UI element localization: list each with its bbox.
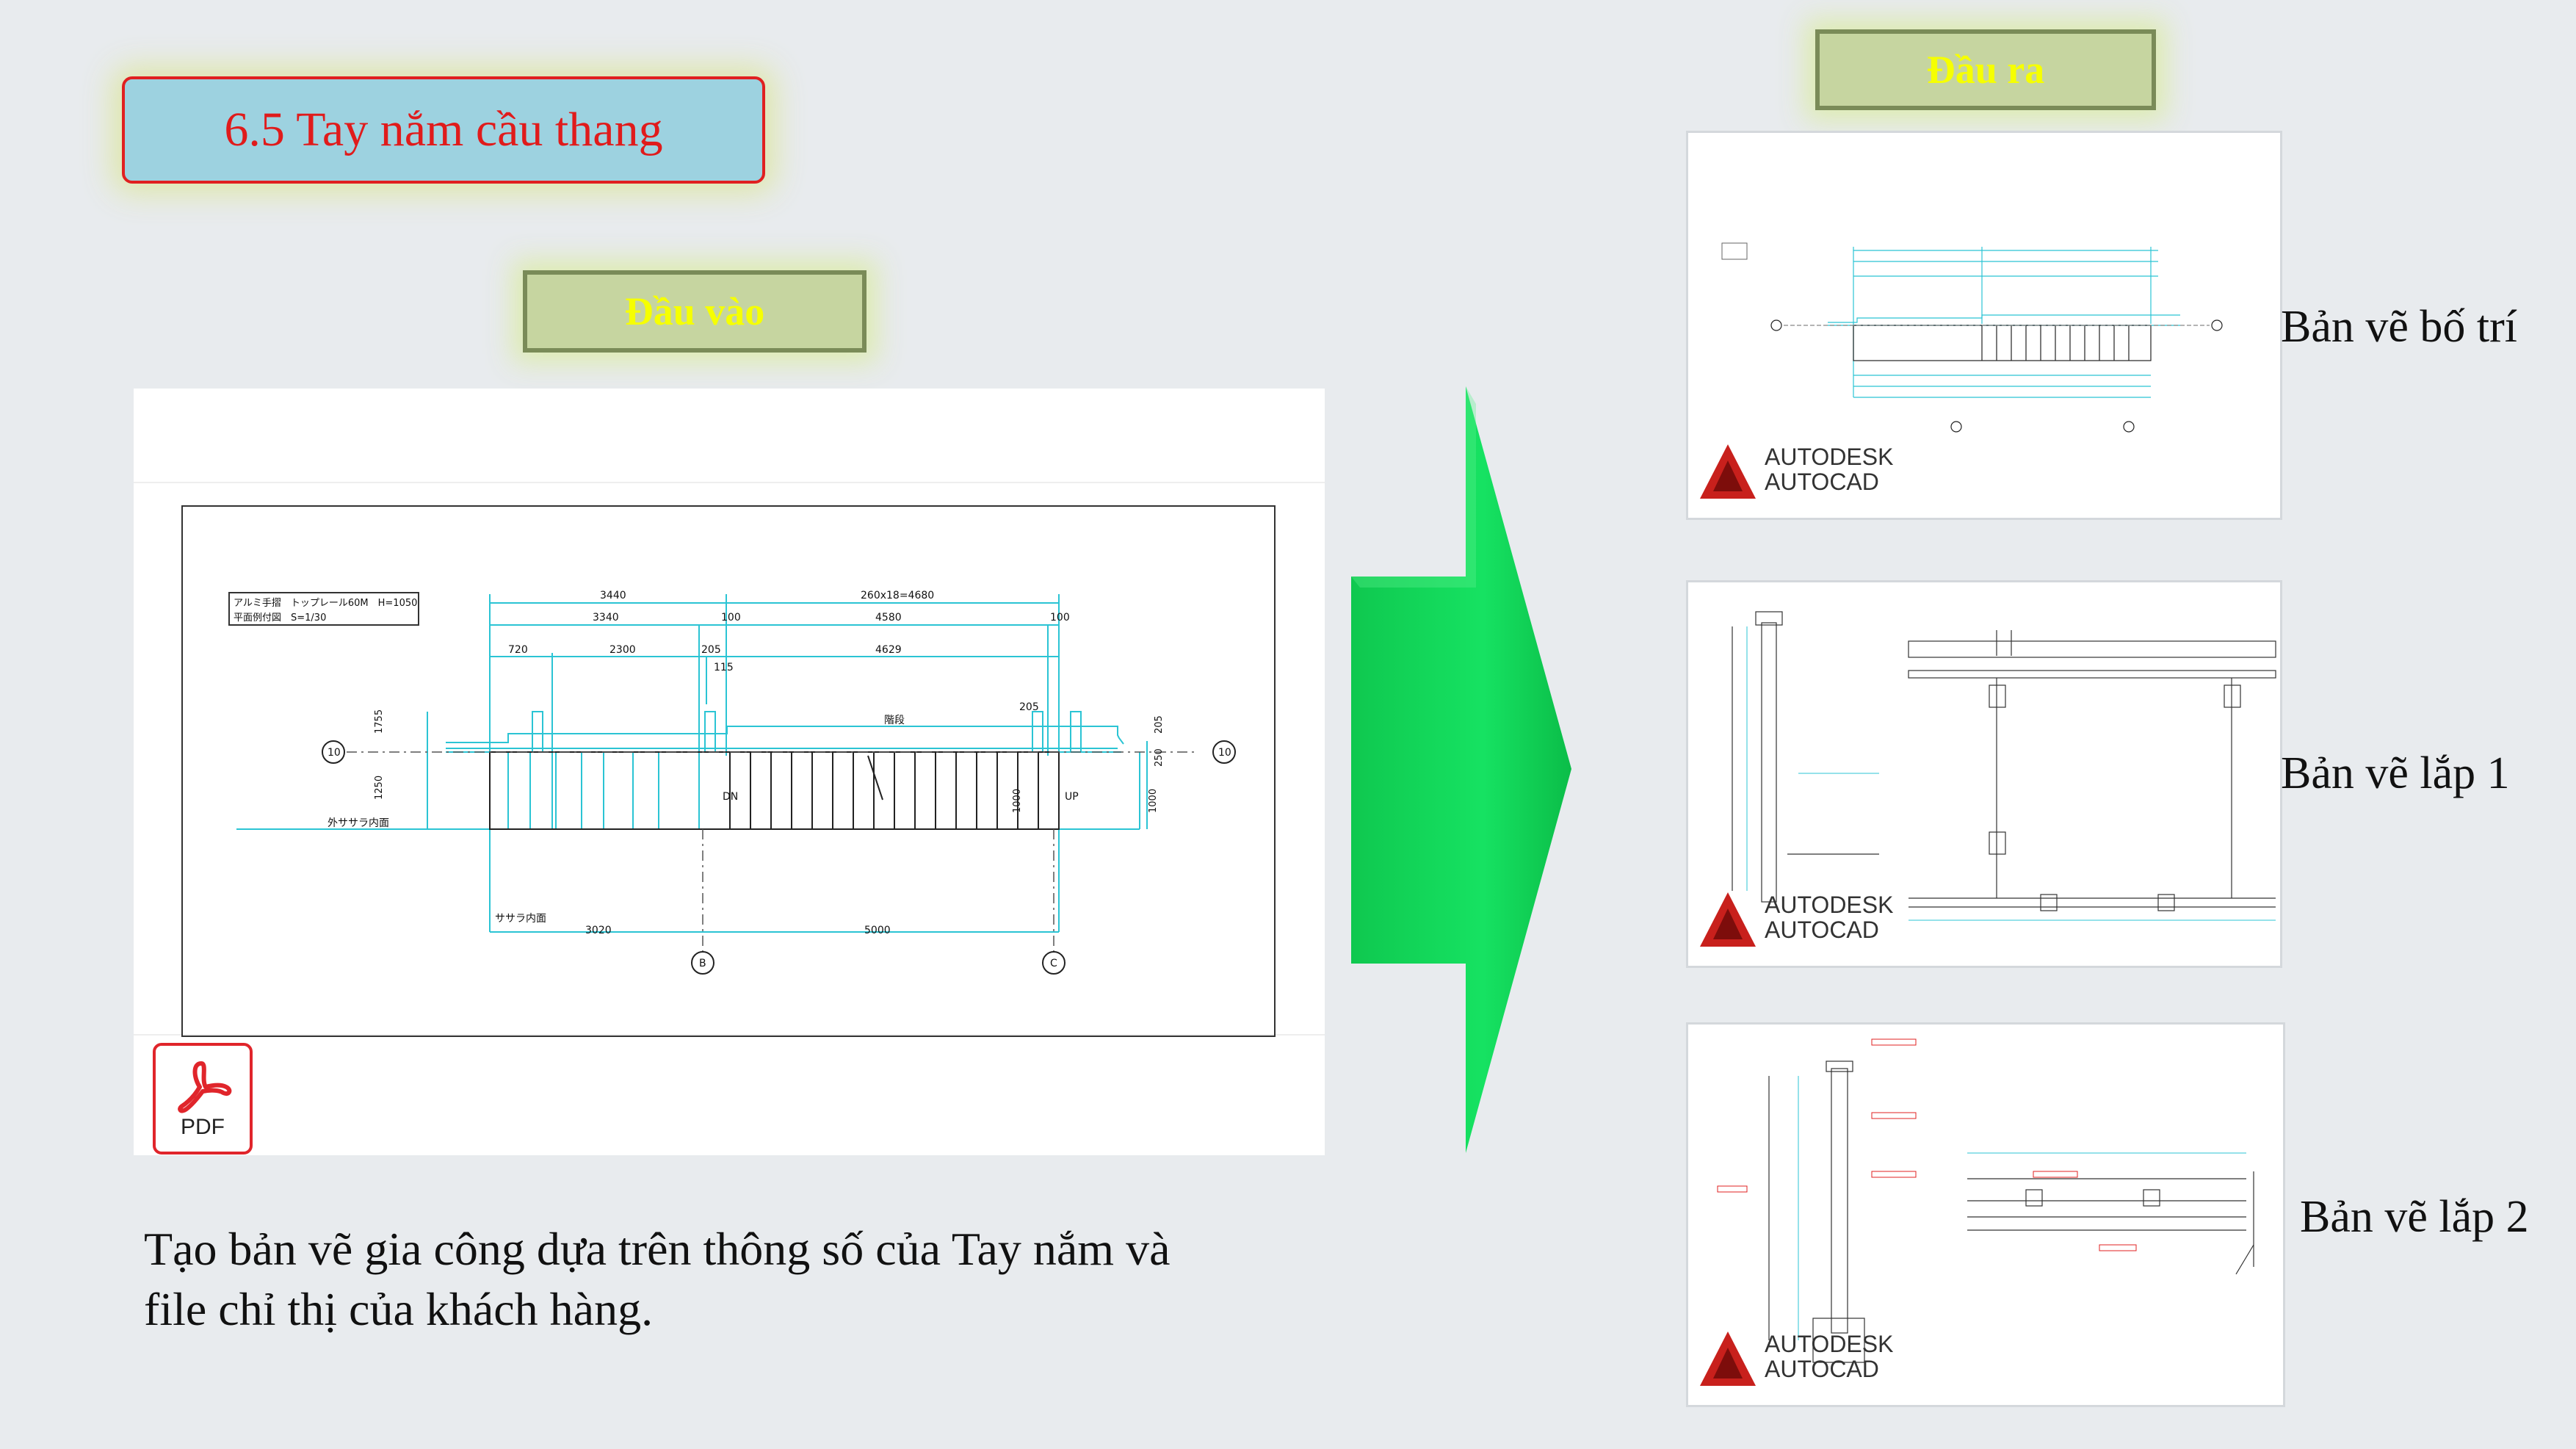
output-label-layout: Bản vẽ bố trí (2281, 302, 2517, 352)
autocad-brand-1: AUTODESK (1765, 1331, 1894, 1357)
dim-2300: 2300 (609, 644, 636, 656)
slide-title: 6.5 Tay nắm cầu thang (122, 76, 765, 184)
pdf-label: PDF (181, 1115, 225, 1139)
autocad-brand-1: AUTODESK (1765, 892, 1894, 918)
dim-205-b: 205 (1019, 701, 1039, 713)
description-line-2: file chỉ thị của khách hàng. (144, 1283, 654, 1335)
axis-right: 10 (1218, 747, 1231, 759)
dim-3020: 3020 (585, 925, 612, 936)
autocad-logo: AUTODESK AUTOCAD (1698, 1330, 1919, 1389)
label-dn: DN (723, 791, 738, 803)
side-dim-1755: 1755 (374, 709, 385, 734)
dim-100-b: 100 (1050, 612, 1070, 624)
output-tag: Đầu ra (1815, 29, 2156, 110)
input-tag: Đầu vào (523, 270, 866, 353)
drawing-note-1: アルミ手摺 トップレール60M H=1050 (234, 598, 417, 609)
output-thumbnail-assembly-2: AUTODESK AUTOCAD (1686, 1022, 2285, 1407)
label-bottom: ササラ内面 (495, 913, 546, 925)
description-text: Tạo bản vẽ gia công dựa trên thông số củ… (144, 1219, 1245, 1340)
dim-4580: 4580 (875, 612, 902, 624)
pdf-file-icon: PDF (153, 1043, 253, 1154)
axis-c: C (1050, 958, 1057, 969)
drawing-note-2: 平面例付図 S=1/30 (234, 613, 326, 624)
description-line-1: Tạo bản vẽ gia công dựa trên thông số củ… (144, 1223, 1171, 1275)
dim-5000: 5000 (864, 925, 891, 936)
dim-100-a: 100 (721, 612, 741, 624)
output-thumbnail-assembly-1: AUTODESK AUTOCAD (1686, 580, 2282, 968)
dim-205-a: 205 (701, 644, 721, 656)
side-dim-205: 205 (1154, 715, 1165, 734)
dim-3340: 3340 (593, 612, 619, 624)
dim-115: 115 (714, 662, 734, 673)
dim-720: 720 (508, 644, 528, 656)
axis-left: 10 (328, 747, 341, 759)
axis-b: B (699, 958, 706, 969)
side-dim-250: 250 (1154, 748, 1165, 767)
output-label-assembly-2: Bản vẽ lắp 2 (2300, 1192, 2529, 1242)
label-stair: 階段 (884, 715, 905, 726)
autocad-brand-2: AUTOCAD (1765, 469, 1879, 495)
side-dim-1000-a: 1000 (1148, 789, 1159, 813)
dim-4680: 260x18=4680 (861, 590, 934, 601)
side-dim-1000-b: 1000 (1012, 789, 1023, 813)
label-up: UP (1065, 791, 1079, 803)
autocad-brand-1: AUTODESK (1765, 444, 1894, 470)
output-thumbnail-layout: AUTODESK AUTOCAD (1686, 131, 2282, 520)
dim-3440: 3440 (600, 590, 626, 601)
autocad-brand-2: AUTOCAD (1765, 1356, 1879, 1382)
right-arrow-icon (1351, 386, 1571, 1153)
output-label-assembly-1: Bản vẽ lắp 1 (2281, 748, 2510, 798)
input-drawing-image: アルミ手摺 トップレール60M H=1050 平面例付図 S=1/30 (134, 389, 1325, 1155)
dim-4629: 4629 (875, 644, 902, 656)
label-left: 外ササラ内面 (328, 817, 389, 829)
autocad-logo: AUTODESK AUTOCAD (1698, 443, 1919, 502)
autocad-brand-2: AUTOCAD (1765, 917, 1879, 943)
autocad-logo: AUTODESK AUTOCAD (1698, 891, 1919, 950)
side-dim-1250: 1250 (374, 776, 385, 800)
